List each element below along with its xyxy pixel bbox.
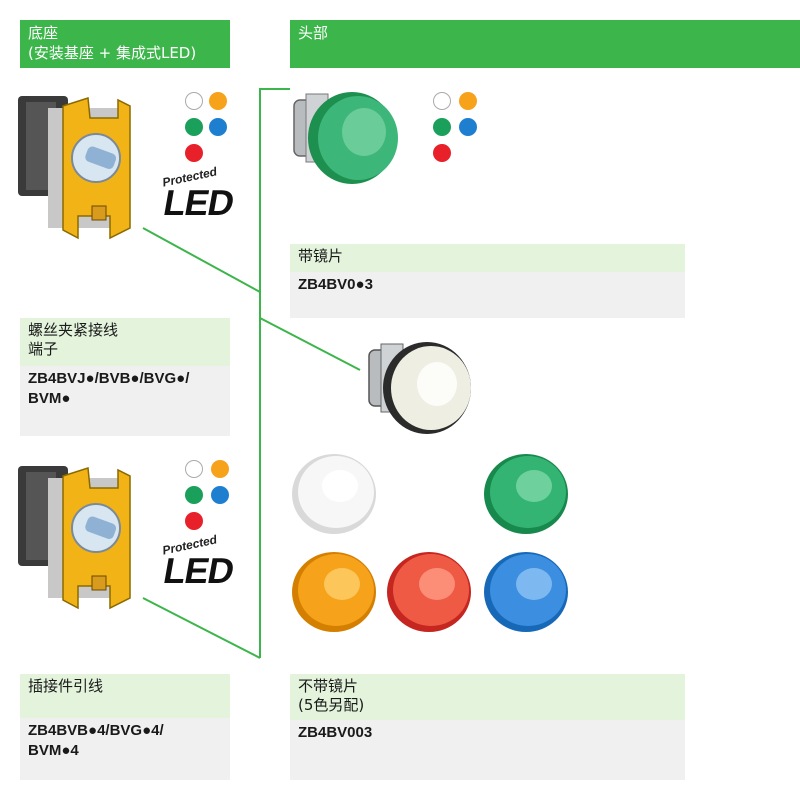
screw-clamp-line2: 端子	[28, 340, 59, 358]
lens-cap-icon	[484, 552, 568, 632]
base-module-icon	[18, 466, 131, 610]
lens-cap-icon	[292, 454, 376, 534]
base-module-icon	[18, 96, 131, 240]
protected-led-badge-icon: Protected LED	[160, 164, 236, 228]
lens-cap-icon	[387, 552, 471, 632]
with-lens-label: 带镜片	[298, 247, 344, 265]
with-lens-code: ZB4BV0●3	[298, 276, 373, 293]
color-dot-white	[185, 92, 203, 110]
with-lens-code-box: ZB4BV0●3	[290, 272, 685, 318]
color-dot-white	[185, 460, 203, 478]
screw-clamp-code-line2: BVM●	[28, 390, 71, 407]
connector-vertical	[259, 88, 261, 658]
lens-cap-icon	[484, 454, 568, 534]
badge-big-text: LED	[160, 182, 237, 223]
color-dot-blue	[211, 486, 229, 504]
head-header-title: 头部	[298, 24, 329, 42]
without-lens-label-box: 不带镜片 (5色另配)	[290, 674, 685, 720]
led-lens-head-icon	[293, 92, 398, 184]
plugin-label-box: 插接件引线	[20, 674, 230, 718]
screw-clamp-line1: 螺丝夹紧接线	[28, 321, 119, 339]
protected-led-badge-icon: Protected LED	[160, 532, 236, 596]
color-dot-red	[185, 512, 203, 530]
head-header: 头部	[290, 20, 800, 68]
color-dot-orange	[211, 460, 229, 478]
color-dot-orange	[459, 92, 477, 110]
base-header-line2: (安装基座 + 集成式LED)	[28, 44, 197, 62]
color-dot-green	[433, 118, 451, 136]
color-dot-blue	[459, 118, 477, 136]
base-header: 底座 (安装基座 + 集成式LED)	[20, 20, 230, 68]
screw-clamp-code-box: ZB4BVJ●/BVB●/BVG●/ BVM●	[20, 366, 230, 436]
color-dot-green	[185, 486, 203, 504]
color-dot-green	[185, 118, 203, 136]
color-dot-red	[185, 144, 203, 162]
connector-top	[259, 88, 290, 90]
badge-big-text: LED	[160, 550, 237, 591]
clear-lens-head-icon	[368, 342, 471, 434]
color-dot-blue	[209, 118, 227, 136]
without-lens-code-box: ZB4BV003	[290, 720, 685, 780]
color-dot-white	[433, 92, 451, 110]
without-lens-code: ZB4BV003	[298, 724, 373, 741]
color-dot-orange	[209, 92, 227, 110]
plugin-code-box: ZB4BVB●4/BVG●4/ BVM●4	[20, 718, 230, 780]
screw-clamp-label-box: 螺丝夹紧接线 端子	[20, 318, 230, 366]
without-lens-line2: (5色另配)	[298, 696, 365, 714]
base-header-line1: 底座	[28, 24, 59, 42]
with-lens-label-box: 带镜片	[290, 244, 685, 272]
plugin-code-line2: BVM●4	[28, 742, 79, 759]
screw-clamp-code-line1: ZB4BVJ●/BVB●/BVG●/	[28, 370, 190, 387]
plugin-code-line1: ZB4BVB●4/BVG●4/	[28, 722, 164, 739]
lens-cap-icon	[292, 552, 376, 632]
plugin-label: 插接件引线	[28, 677, 104, 695]
color-dot-red	[433, 144, 451, 162]
without-lens-line1: 不带镜片	[298, 677, 359, 695]
